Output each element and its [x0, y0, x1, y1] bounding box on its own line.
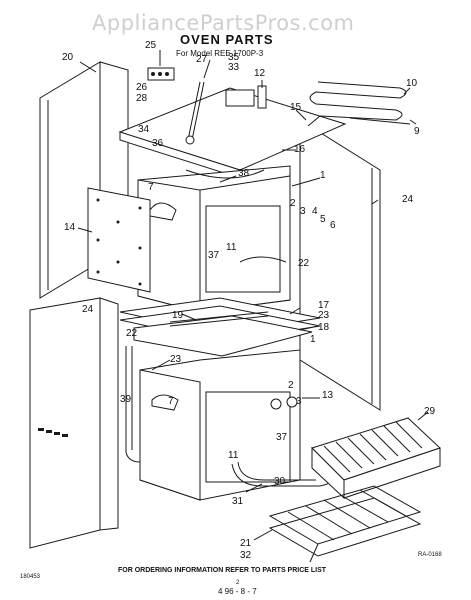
callout-34: 34: [138, 124, 150, 135]
callout-12: 12: [254, 68, 266, 79]
callout-30: 30: [274, 476, 286, 487]
callout-1b: 1: [310, 334, 316, 345]
ordering-footer: FOR ORDERING INFORMATION REFER TO PARTS …: [118, 567, 327, 574]
callout-24a: 24: [402, 194, 414, 205]
callout-2a: 2: [290, 198, 296, 209]
callout-7a: 7: [148, 182, 154, 193]
callout-23a: 23: [318, 310, 330, 321]
callout-39: 39: [120, 394, 132, 405]
watermark: AppliancePartsPros.com: [92, 11, 355, 35]
callout-numbers: 25 27 20 35 33 12 10 26 28 15 9 34 36 16…: [62, 40, 436, 561]
callout-38: 38: [238, 168, 250, 179]
right-side-panel: [299, 119, 381, 411]
callout-18: 18: [318, 322, 330, 333]
broiler-pan: [311, 417, 441, 500]
callout-3b: 3: [296, 396, 302, 407]
callout-13: 13: [322, 390, 334, 401]
vent-slots: [38, 428, 68, 437]
callout-17: 17: [318, 300, 330, 311]
callout-25: 25: [145, 40, 157, 51]
callout-3a: 3: [300, 206, 306, 217]
handwritten-date: 4 96 - 8 - 7: [218, 587, 257, 596]
callout-37a: 37: [208, 250, 220, 261]
thermostat-bulb: [257, 85, 267, 109]
oven-racks: [268, 485, 422, 563]
callout-26: 26: [136, 82, 148, 93]
callout-9: 9: [414, 126, 420, 137]
callout-10: 10: [406, 78, 418, 89]
switch-bracket: [225, 89, 255, 107]
callout-33: 33: [228, 62, 240, 73]
callout-24b: 24: [82, 304, 94, 315]
callout-2b: 2: [288, 380, 294, 391]
callout-37b: 37: [276, 432, 288, 443]
callout-21: 21: [240, 538, 252, 549]
page-number: 2: [236, 580, 240, 586]
callout-23b: 23: [170, 354, 182, 365]
callout-35: 35: [228, 52, 240, 63]
callout-28: 28: [136, 93, 148, 104]
callout-5: 5: [320, 214, 326, 225]
callout-36: 36: [152, 138, 164, 149]
callout-16: 16: [294, 144, 306, 155]
oven-front-panel: [87, 187, 151, 293]
callout-22a: 22: [298, 258, 310, 269]
leader-lines: [77, 50, 429, 541]
callout-19: 19: [172, 310, 184, 321]
callout-11b: 11: [228, 450, 239, 461]
middle-divider-panels: [119, 297, 321, 357]
callout-4: 4: [312, 206, 318, 217]
callout-31: 31: [232, 496, 244, 507]
callout-15: 15: [290, 102, 302, 113]
callout-7b: 7: [168, 396, 174, 407]
callout-20: 20: [62, 52, 74, 63]
top-panel: [118, 67, 347, 179]
doc-code: 180453: [20, 574, 41, 580]
upper-oven-cavity: [137, 165, 291, 313]
callout-6: 6: [330, 220, 336, 231]
callout-32: 32: [240, 550, 252, 561]
callout-1a: 1: [320, 170, 326, 181]
broiler-grid-lines: [323, 421, 423, 473]
callout-29: 29: [424, 406, 436, 417]
lower-oven-cavity: [125, 346, 301, 501]
model-subtitle: For Model REE 1700P-3: [176, 49, 264, 58]
callout-11a: 11: [226, 242, 237, 253]
left-side-panel-lower: [29, 297, 119, 549]
drawing-code: RA-0168: [418, 552, 442, 558]
callout-22b: 22: [126, 328, 138, 339]
diagram-title: OVEN PARTS: [180, 32, 274, 47]
callout-14: 14: [64, 222, 76, 233]
callout-27: 27: [196, 54, 208, 65]
